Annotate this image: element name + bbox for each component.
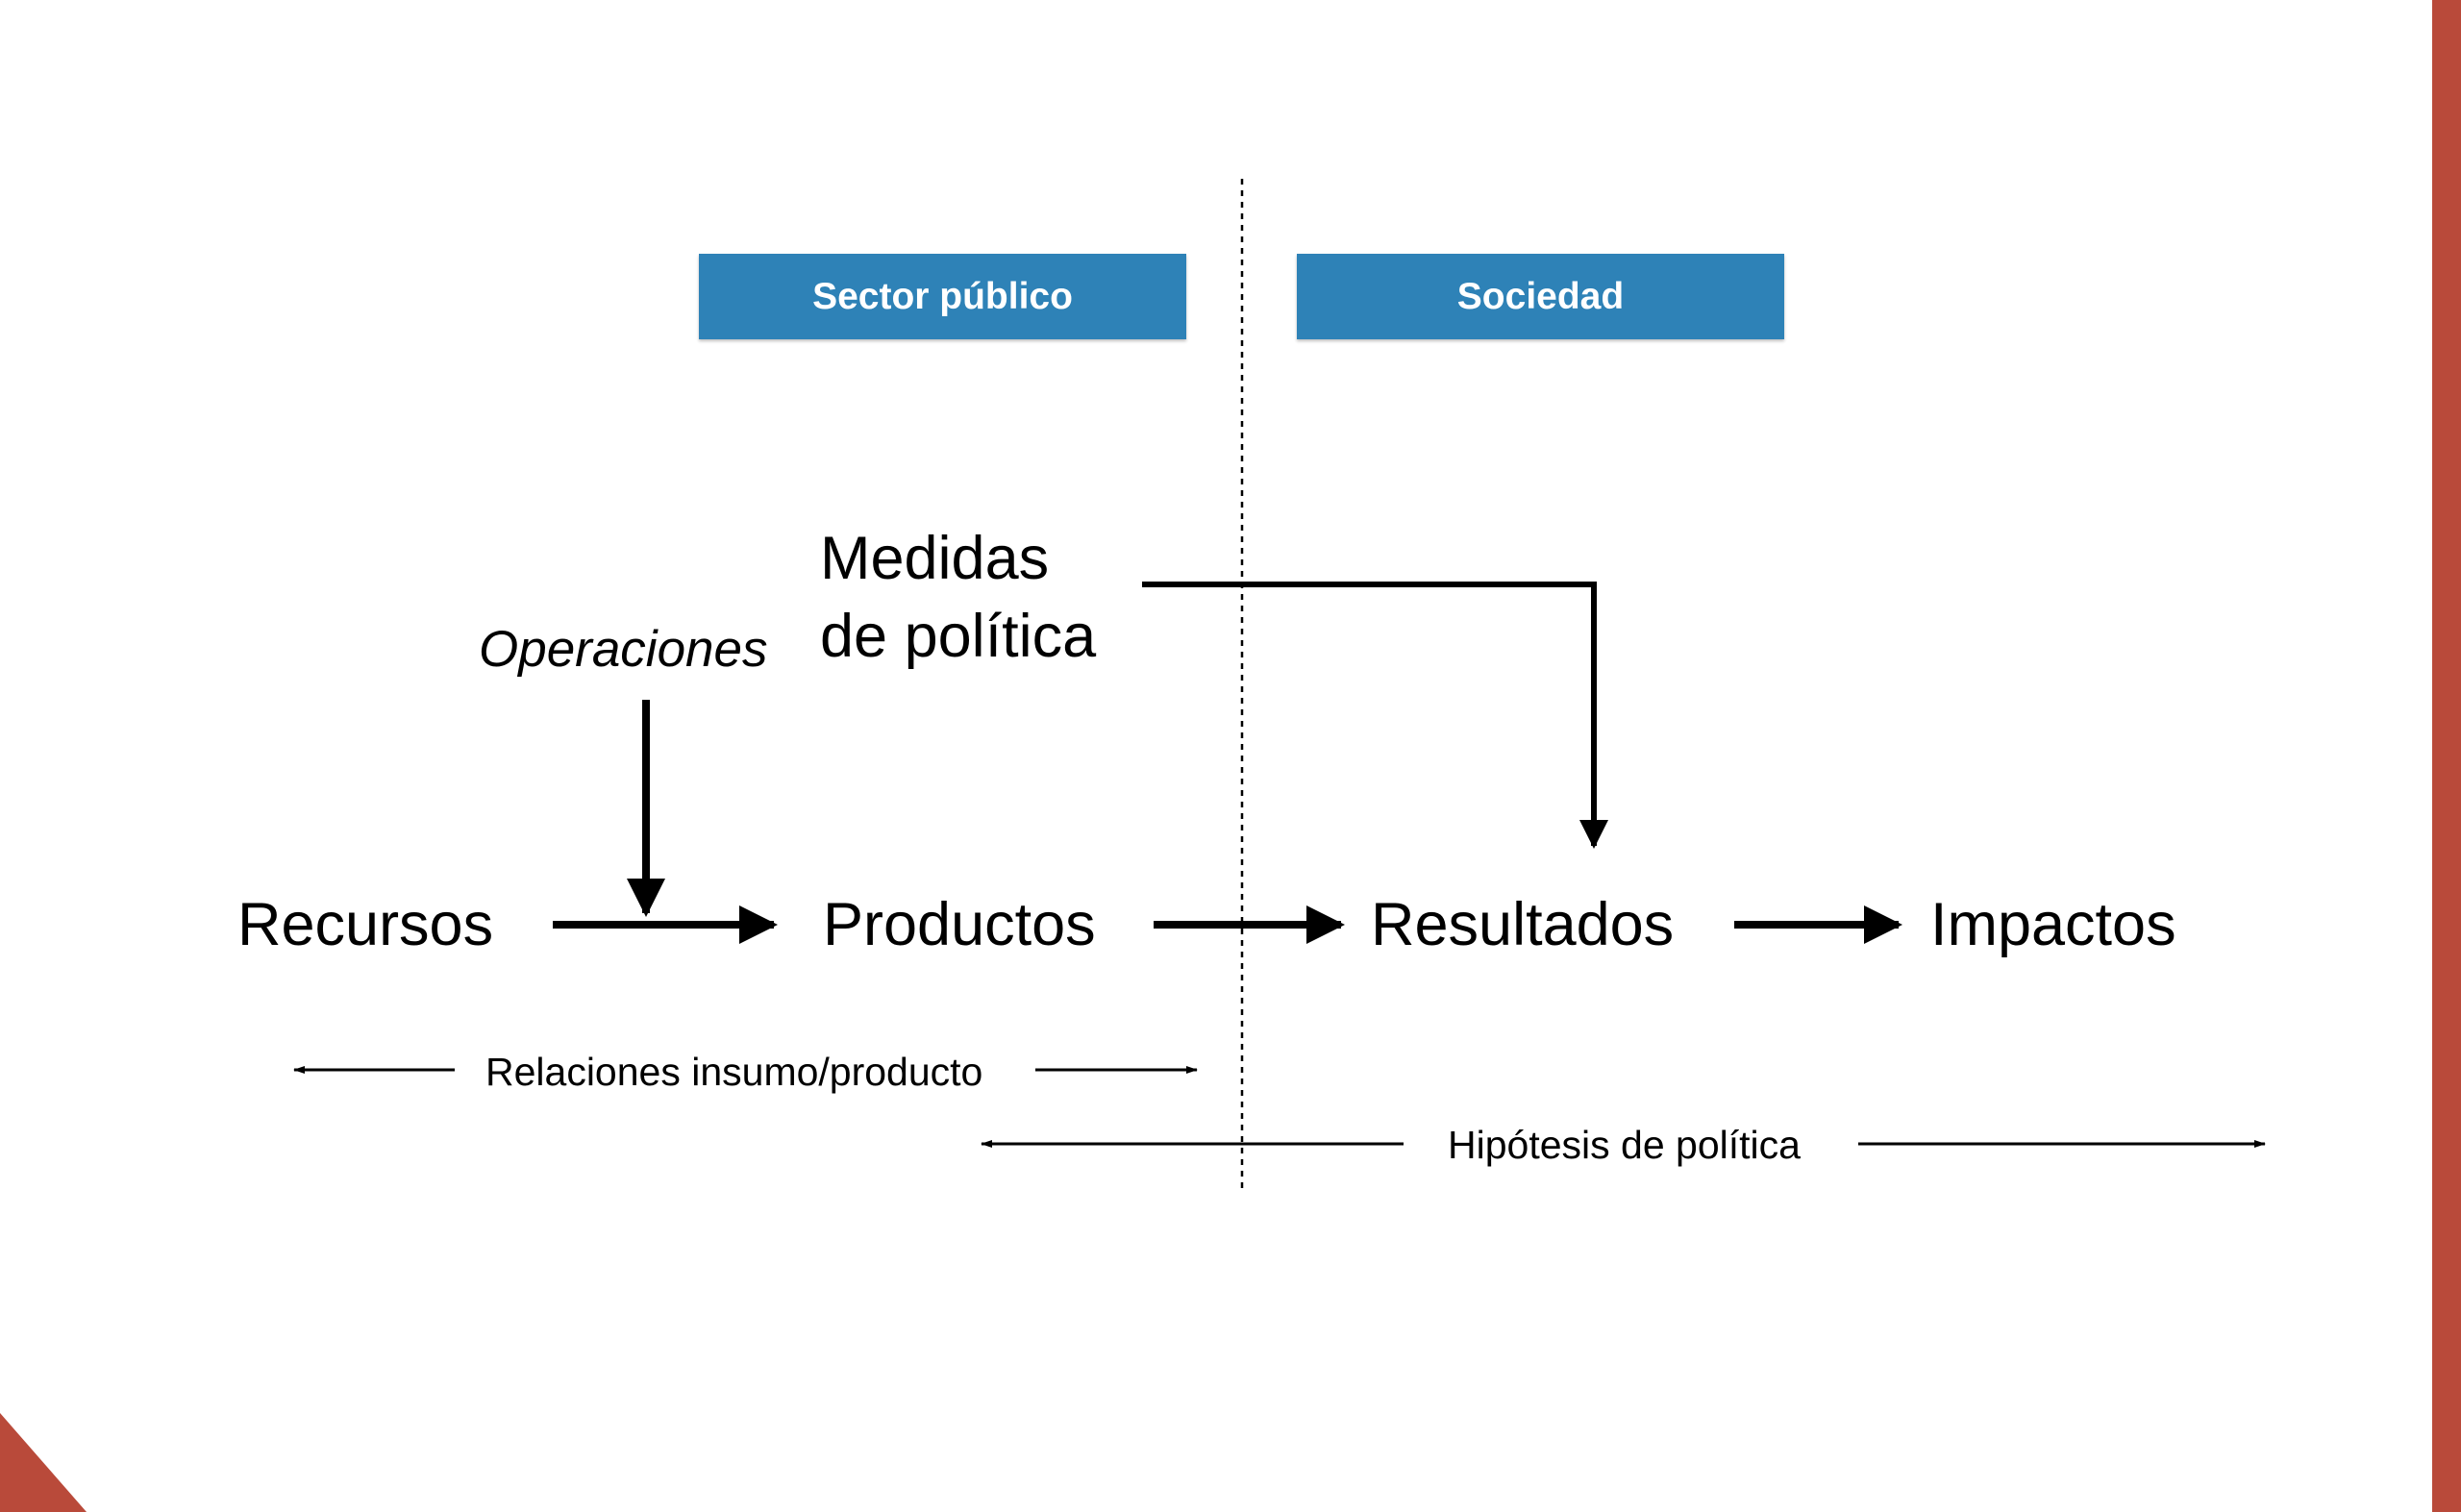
medidas-line-2: de política bbox=[820, 603, 1097, 670]
arrow-medidas-resultados bbox=[1142, 582, 1608, 849]
header-sector-publico: Sector público bbox=[699, 254, 1186, 339]
node-medidas-de-politica: Medidas de política bbox=[820, 520, 1096, 676]
label-relaciones-insumo-producto: Relaciones insumo/producto bbox=[485, 1050, 983, 1094]
corner-accent-triangle bbox=[0, 1413, 87, 1512]
label-operaciones: Operaciones bbox=[479, 621, 768, 678]
medidas-line-1: Medidas bbox=[820, 525, 1050, 592]
node-impactos: Impactos bbox=[1930, 891, 2176, 958]
right-accent-bar bbox=[2432, 0, 2461, 1512]
header-sociedad: Sociedad bbox=[1297, 254, 1784, 339]
node-productos: Productos bbox=[823, 891, 1096, 958]
node-resultados: Resultados bbox=[1371, 891, 1675, 958]
node-recursos: Recursos bbox=[237, 891, 494, 958]
label-hipotesis-de-politica: Hipótesis de política bbox=[1448, 1123, 1801, 1167]
